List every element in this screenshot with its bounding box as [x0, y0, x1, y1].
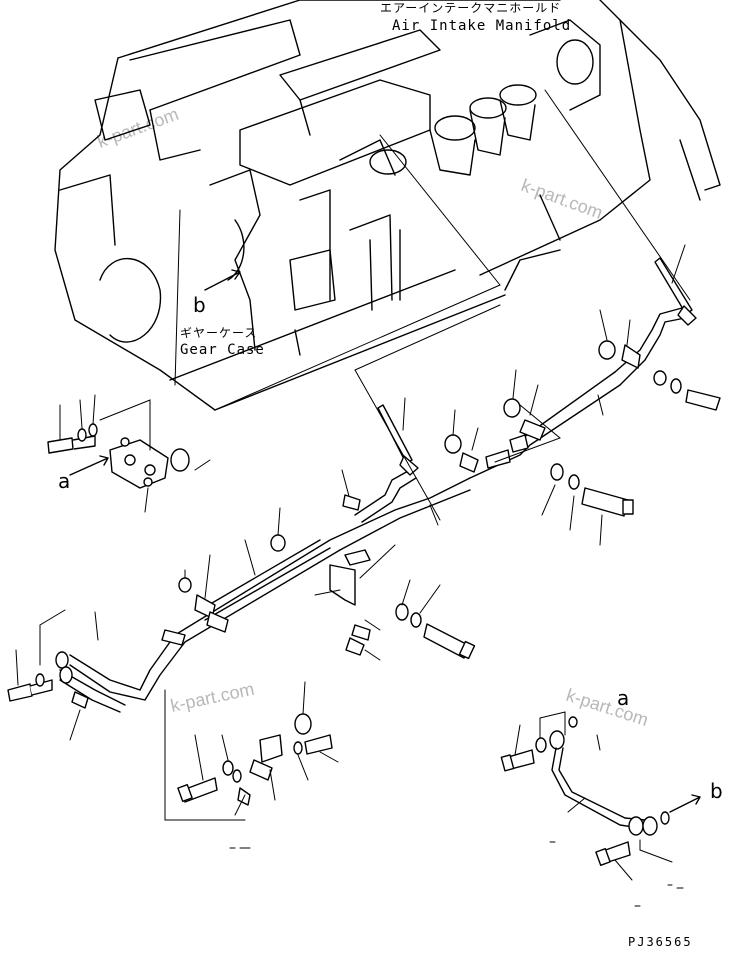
reference-letter-b: b [710, 779, 723, 803]
bracket-detail [177, 681, 339, 849]
reference-letter-a: a [58, 469, 70, 493]
air-intake-label: Air Intake Manifold [392, 18, 571, 34]
arrow-icon [669, 794, 701, 813]
gear-case-label: Gear Case [180, 342, 265, 358]
bolt-set [47, 394, 151, 454]
drawing-code: PJ36565 [628, 935, 693, 949]
engine-block [54, 0, 721, 411]
watermark: k-part.com [169, 679, 256, 716]
oil-pipes [59, 307, 686, 713]
valve-block [109, 437, 190, 489]
leader-lines [341, 244, 686, 546]
reference-letter-a: a [617, 686, 629, 710]
gear-case-label-jp: ギヤーケース [180, 326, 257, 340]
detail-view [500, 711, 684, 907]
clamp-assembly [270, 494, 476, 661]
arrow-icon [69, 455, 109, 476]
hose-rod [377, 404, 413, 464]
bracket-set-left [39, 539, 256, 666]
air-intake-label-jp: エアーインテークマニホールド [380, 1, 561, 15]
watermark: k-part.com [95, 104, 182, 152]
right-fittings [354, 304, 721, 521]
bolt-set-lower-left [7, 649, 246, 821]
reference-letter-b: b [193, 293, 206, 317]
watermark: k-part.com [519, 175, 606, 223]
hose-rod [654, 257, 693, 315]
arrow-icon [204, 269, 241, 291]
